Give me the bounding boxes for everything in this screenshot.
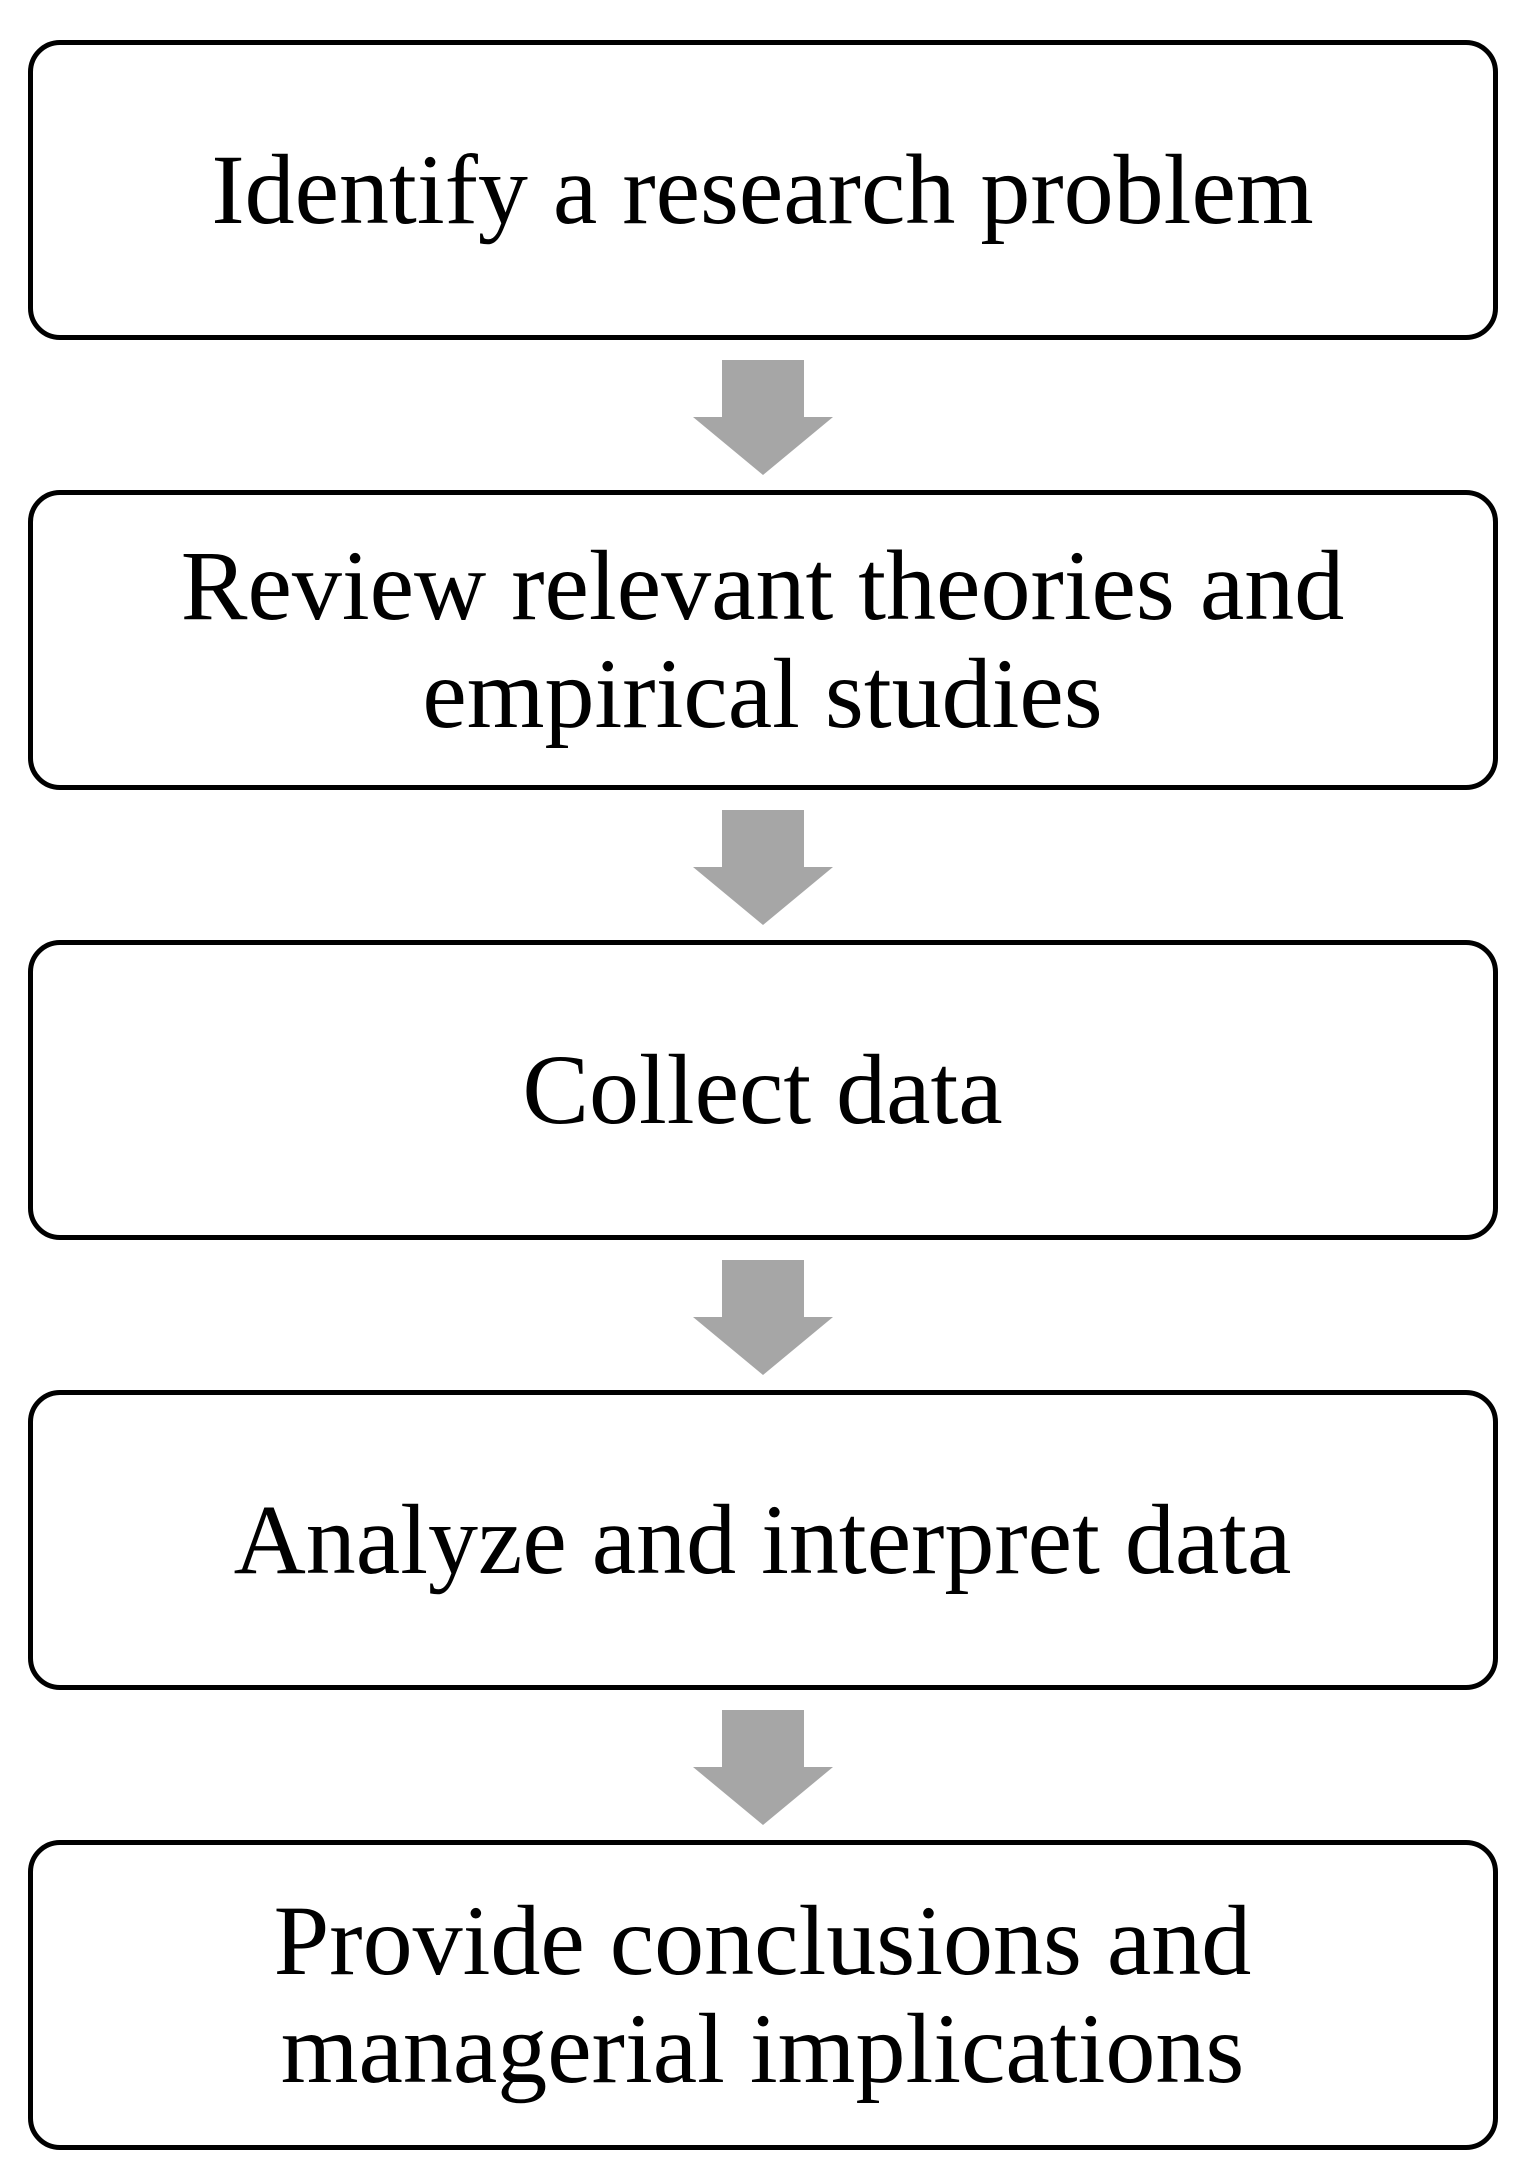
down-arrow-shape: [692, 360, 833, 475]
step-box-review-literature: Review relevant theories and empirical s…: [27, 490, 1498, 790]
step-label: Collect data: [522, 1034, 1003, 1145]
down-arrow-icon: [692, 1260, 833, 1375]
step-label: Provide conclusions and managerial impli…: [273, 1885, 1252, 2104]
down-arrow-icon: [692, 360, 833, 475]
down-arrow-shape: [692, 1710, 833, 1825]
step-label: Analyze and interpret data: [233, 1484, 1292, 1595]
step-box-conclusions: Provide conclusions and managerial impli…: [27, 1840, 1498, 2150]
step-box-analyze-data: Analyze and interpret data: [27, 1390, 1498, 1690]
step-box-collect-data: Collect data: [27, 940, 1498, 1240]
down-arrow-icon: [692, 810, 833, 925]
down-arrow-shape: [692, 1260, 833, 1375]
step-label: Review relevant theories and empirical s…: [180, 530, 1345, 749]
down-arrow-icon: [692, 1710, 833, 1825]
down-arrow-shape: [692, 810, 833, 925]
step-label: Identify a research problem: [211, 134, 1314, 245]
step-box-identify-problem: Identify a research problem: [27, 40, 1498, 340]
